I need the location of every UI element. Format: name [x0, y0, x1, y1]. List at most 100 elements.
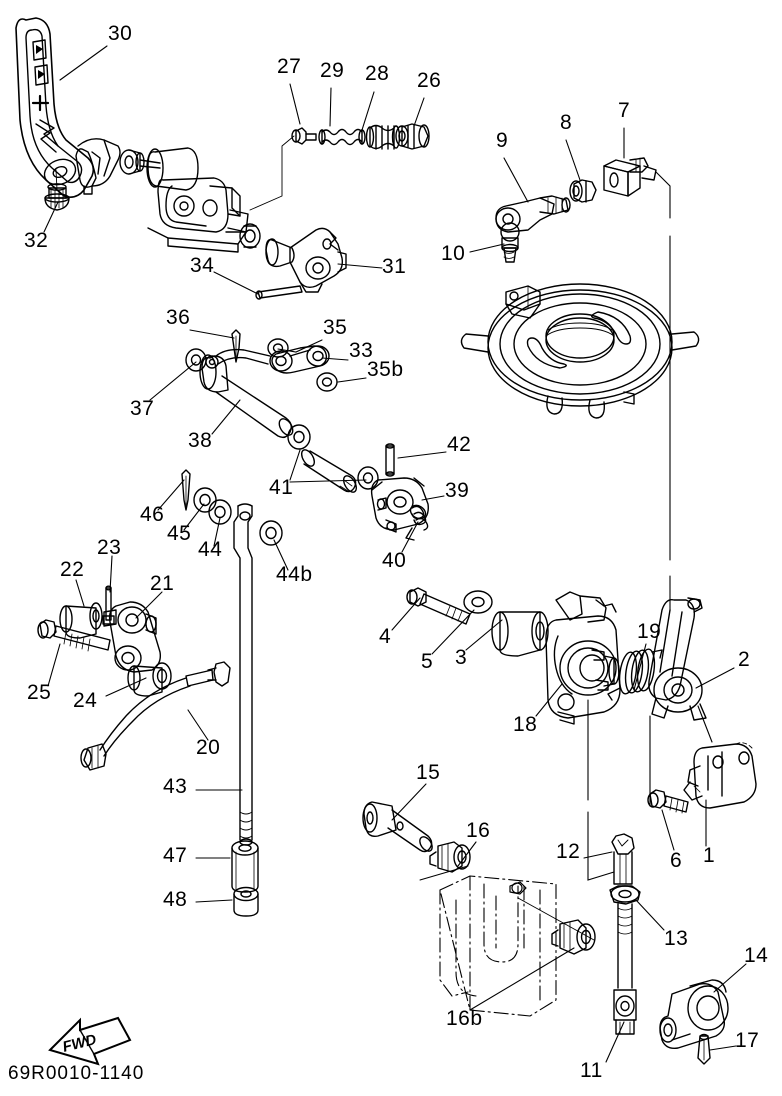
part-42-pin	[385, 443, 395, 477]
part-10-ball-stud	[500, 222, 520, 263]
callout-48: 48	[163, 888, 188, 911]
callout-36: 36	[166, 306, 191, 329]
part-9-cable-joint	[495, 195, 571, 233]
part-21-bellcrank	[103, 601, 162, 673]
part-30-throttle-lever	[15, 17, 95, 198]
part-16-clip-lower	[551, 919, 596, 955]
part-31-cam-lever	[265, 227, 347, 293]
part-18-control-bracket	[545, 591, 621, 725]
part-19-torsion-spring	[607, 648, 663, 701]
callout-39: 39	[445, 479, 470, 502]
throttle-cam-assembly	[75, 138, 261, 253]
callout-42: 42	[447, 433, 472, 456]
callout-37: 37	[130, 397, 155, 420]
part-14-shift-lever	[659, 979, 729, 1050]
part-13-nut	[609, 885, 641, 905]
part-8-nut	[569, 179, 597, 203]
callout-30: 30	[108, 22, 133, 45]
callout-27: 27	[277, 55, 302, 78]
callout-14: 14	[744, 944, 769, 967]
part-41-washer-right	[357, 466, 379, 490]
part-34-pin	[255, 285, 303, 300]
callout-4: 4	[379, 625, 392, 648]
callout-34: 34	[190, 254, 215, 277]
callout-35-upper: 35	[323, 316, 348, 339]
callout-46: 46	[140, 503, 165, 526]
part-47-spacer	[231, 840, 259, 893]
part-41-sleeve	[300, 449, 358, 493]
callout-31: 31	[382, 255, 407, 278]
fwd-direction-arrow	[48, 1016, 132, 1066]
part-11-lower-shift-rod	[613, 903, 637, 1035]
part-25-bolt	[37, 619, 111, 652]
callout-32: 32	[24, 229, 49, 252]
part-26-adjust-nut	[395, 123, 430, 150]
part-24-bushing	[127, 662, 172, 697]
part-6-screw	[647, 789, 689, 814]
callout-26: 26	[417, 69, 442, 92]
part-46-cotter-pin	[181, 469, 191, 511]
callout-6: 6	[670, 849, 683, 872]
callout-20: 20	[196, 736, 221, 759]
part-27-screw	[291, 127, 317, 145]
part-32-lever-screw	[44, 169, 70, 211]
callout-18: 18	[513, 713, 538, 736]
part-28-spring-long	[365, 124, 401, 150]
callout-8: 8	[560, 111, 573, 134]
part-17-pin	[697, 1033, 711, 1065]
callout-40: 40	[382, 549, 407, 572]
callout-33: 33	[349, 339, 374, 362]
callout-23: 23	[97, 536, 122, 559]
callout-19: 19	[637, 620, 662, 643]
part-29-spring-short	[318, 128, 366, 146]
callout-38: 38	[188, 429, 213, 452]
callout-9: 9	[496, 129, 509, 152]
callout-17: 17	[735, 1029, 760, 1052]
part-40-spring	[405, 504, 429, 541]
part-4-bolt	[406, 587, 471, 625]
callout-22: 22	[60, 558, 85, 581]
flywheel-cover-plate	[460, 283, 700, 419]
callout-16-upper: 16	[466, 819, 491, 842]
part-38-control-shaft	[199, 348, 294, 439]
callout-5: 5	[421, 650, 434, 673]
part-15-pivot-shaft	[362, 801, 433, 853]
callout-43: 43	[163, 775, 188, 798]
part-3-spacer-sleeve	[491, 611, 549, 657]
part-12-rod-joint	[611, 833, 635, 885]
callout-24: 24	[73, 689, 98, 712]
part-2-throttle-arm	[648, 597, 707, 721]
part-44-washer-b	[259, 520, 283, 546]
engine-bracket-phantom	[439, 875, 557, 1017]
callout-12: 12	[556, 840, 581, 863]
part-35-washer-a	[267, 338, 289, 358]
callout-16-lower: 16b	[446, 1007, 483, 1030]
part-20-cable	[80, 661, 231, 771]
callout-28: 28	[365, 62, 390, 85]
callout-29: 29	[320, 59, 345, 82]
part-5-washer	[463, 590, 493, 614]
callout-44-right: 44b	[276, 563, 313, 586]
part-7-cable-clamp	[603, 157, 657, 197]
callout-11: 11	[580, 1059, 603, 1082]
part-43-shift-rod	[233, 503, 253, 846]
callout-21: 21	[150, 572, 175, 595]
callout-15: 15	[416, 761, 441, 784]
part-45-washer	[193, 487, 217, 513]
callout-7: 7	[618, 99, 631, 122]
callout-25: 25	[27, 681, 52, 704]
callout-3: 3	[455, 646, 468, 669]
diagram-reference-code: 69R0010-1140	[8, 1063, 145, 1084]
leader-lines	[43, 45, 747, 1063]
part-41-washer-left	[287, 424, 311, 450]
callout-45: 45	[167, 522, 192, 545]
callout-1: 1	[703, 844, 716, 867]
callout-13: 13	[664, 927, 689, 950]
callout-2: 2	[738, 648, 751, 671]
callout-41: 41	[269, 476, 294, 499]
callout-35-lower: 35b	[367, 358, 404, 381]
callout-44-left: 44	[198, 538, 223, 561]
part-1-mount-bracket	[683, 742, 757, 809]
part-35-washer-b	[316, 372, 338, 392]
